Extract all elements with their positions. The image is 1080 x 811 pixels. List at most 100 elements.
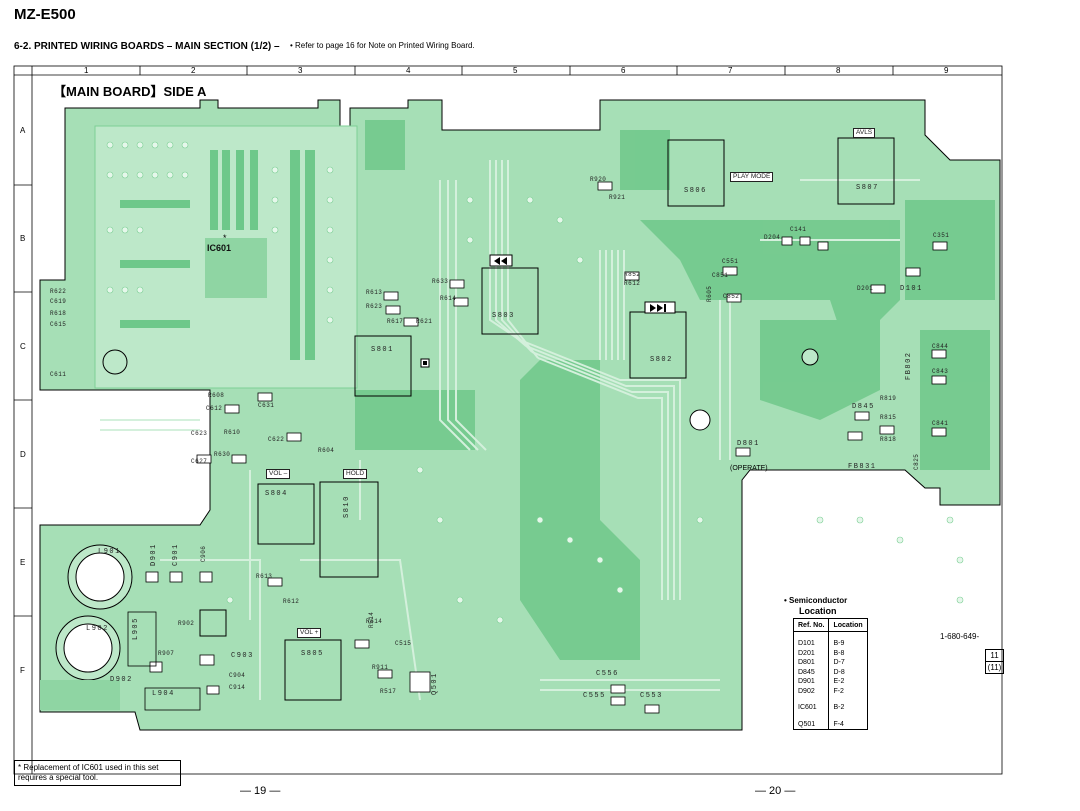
- label-c515: C515: [395, 640, 412, 647]
- board-title-side: SIDE A: [163, 84, 207, 99]
- label-r920: R920: [590, 176, 607, 183]
- label-c901: C901: [172, 543, 180, 566]
- label-l904: L904: [152, 690, 175, 698]
- label-r614: R614: [440, 295, 457, 302]
- svg-text:8: 8: [836, 66, 841, 75]
- ic601-label: IC601: [207, 243, 232, 253]
- label-c553: C553: [640, 692, 663, 700]
- label-r517: R517: [380, 688, 397, 695]
- switch-s806: [667, 139, 725, 207]
- label-r617: R617: [387, 318, 404, 325]
- svg-text:D: D: [20, 450, 26, 459]
- label-r613: R613: [366, 289, 383, 296]
- label-d801: D801: [737, 440, 760, 448]
- label-r614-b: R614: [366, 618, 383, 625]
- col-ref-no: Ref. No.: [792, 618, 830, 632]
- ic601-star: *: [223, 233, 227, 243]
- label-c551: C551: [722, 258, 739, 265]
- label-hold: HOLD: [343, 469, 368, 479]
- col-location: Location: [828, 618, 868, 632]
- grid-ruler: [13, 65, 1003, 775]
- label-d845: D845: [852, 403, 875, 411]
- board-title-prefix: 【MAIN BOARD】: [53, 84, 164, 99]
- label-r911: R911: [372, 664, 389, 671]
- svg-text:E: E: [20, 558, 25, 567]
- label-c351: C351: [933, 232, 950, 239]
- label-c623: C623: [191, 430, 208, 437]
- svg-text:C: C: [20, 342, 26, 351]
- svg-text:4: 4: [406, 66, 411, 75]
- label-avls: AVLS: [853, 128, 876, 138]
- label-c627: C627: [191, 458, 208, 465]
- svg-text:3: 3: [298, 66, 303, 75]
- svg-text:9: 9: [944, 66, 949, 75]
- label-q501: Q501: [431, 672, 439, 695]
- model-number: MZ-E500: [14, 6, 76, 23]
- svg-text:1: 1: [84, 66, 89, 75]
- label-d901: D901: [150, 543, 158, 566]
- label-s804: S804: [265, 490, 288, 498]
- label-vol-minus: VOL –: [266, 469, 291, 479]
- label-fb831: FB831: [848, 463, 877, 471]
- label-d201: D201: [857, 285, 874, 292]
- label-c631: C631: [258, 402, 275, 409]
- label-s807: S807: [856, 184, 879, 192]
- footnote: * Replacement of IC601 used in this set …: [14, 760, 181, 786]
- label-operate: (OPERATE): [730, 465, 768, 472]
- label-r608: R608: [208, 392, 225, 399]
- label-s801: S801: [371, 346, 394, 354]
- label-c851: C851: [712, 272, 729, 279]
- switch-s807: [837, 137, 895, 205]
- svg-text:6: 6: [621, 66, 626, 75]
- section-title: 6-2. PRINTED WIRING BOARDS – MAIN SECTIO…: [14, 41, 280, 52]
- label-c843: C843: [932, 368, 949, 375]
- label-c914: C914: [229, 684, 246, 691]
- label-c852: C852: [723, 293, 740, 300]
- label-s805: S805: [301, 650, 324, 658]
- page-ref-bottom: (11): [987, 663, 1002, 672]
- label-r819: R819: [880, 395, 897, 402]
- label-s803: S803: [492, 312, 515, 320]
- svg-text:2: 2: [191, 66, 196, 75]
- label-d902: D902: [110, 676, 133, 684]
- label-c904: C904: [229, 672, 246, 679]
- svg-text:5: 5: [513, 66, 518, 75]
- page-number-right: — 20 —: [755, 785, 796, 797]
- switch-s805: [284, 639, 342, 701]
- label-r921: R921: [609, 194, 626, 201]
- label-r630: R630: [214, 451, 231, 458]
- page-ref-top: 11: [986, 650, 1003, 662]
- label-c903: C903: [231, 652, 254, 660]
- label-r514: R514: [368, 611, 375, 628]
- label-r622: R622: [50, 288, 67, 295]
- label-l902: L902: [86, 625, 109, 633]
- board-title: 【MAIN BOARD】SIDE A: [53, 81, 206, 100]
- switch-s801: [354, 335, 412, 397]
- label-play-mode: PLAY MODE: [730, 172, 774, 182]
- reference-note: • Refer to page 16 for Note on Printed W…: [290, 41, 475, 50]
- switch-s803: [481, 267, 539, 335]
- label-r633: R633: [432, 278, 449, 285]
- label-c556: C556: [596, 670, 619, 678]
- label-c844: C844: [932, 343, 949, 350]
- svg-text:A: A: [20, 126, 26, 135]
- location-heading: Location: [799, 606, 837, 616]
- label-r612-b: R612: [283, 598, 300, 605]
- coil-l902: [55, 615, 121, 681]
- label-r818: R818: [880, 436, 897, 443]
- switch-s810: [319, 481, 379, 578]
- label-fb802: FB802: [905, 351, 913, 380]
- label-r604: R604: [318, 447, 335, 454]
- label-c825: C825: [913, 453, 920, 470]
- page-number-left: — 19 —: [240, 785, 281, 797]
- svg-text:B: B: [20, 234, 25, 243]
- label-c906: C906: [200, 545, 207, 562]
- label-c841: C841: [932, 420, 949, 427]
- label-s802: S802: [650, 356, 673, 364]
- label-r618: R618: [50, 310, 67, 317]
- label-l905: L905: [132, 617, 140, 640]
